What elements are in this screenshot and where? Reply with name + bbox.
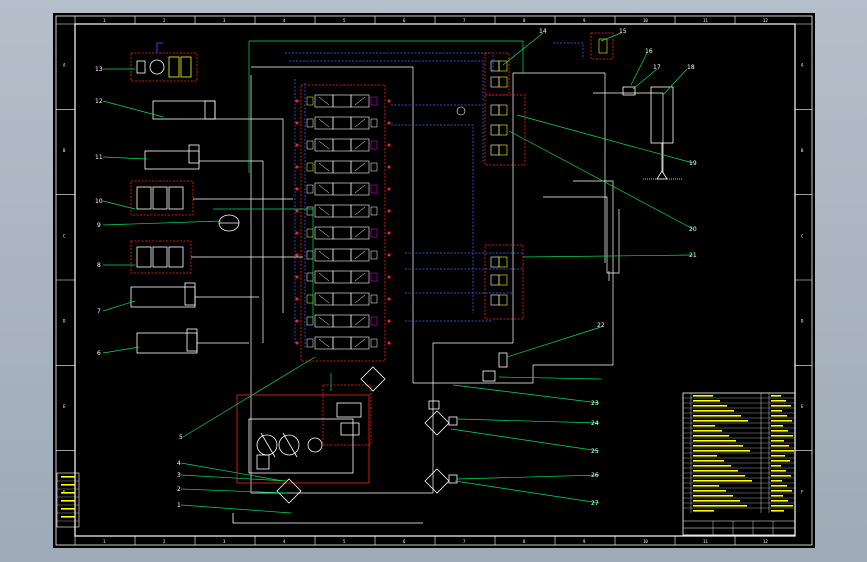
callout-8: 8 xyxy=(97,262,101,269)
zone-row-left: E xyxy=(63,404,66,409)
zone-col-bottom: 6 xyxy=(403,539,406,544)
outer-border xyxy=(55,15,813,546)
zone-col-top: 5 xyxy=(343,18,346,23)
zone-col-top: 12 xyxy=(763,18,768,23)
callout-numbers: 13 12 11 10 9 8 7 6 5 4 3 2 1 14 15 16 1… xyxy=(95,28,697,509)
zone-col-bottom: 5 xyxy=(343,539,346,544)
callout-22: 22 xyxy=(597,322,605,329)
zone-col-top: 4 xyxy=(283,18,286,23)
zone-col-top: 3 xyxy=(223,18,226,23)
zone-col-bottom: 2 xyxy=(163,539,166,544)
zone-row-right: F xyxy=(801,489,804,494)
zone-row-right: A xyxy=(801,63,804,68)
callout-10: 10 xyxy=(95,198,103,205)
callout-19: 19 xyxy=(689,160,697,167)
zone-col-bottom: 7 xyxy=(463,539,466,544)
zone-col-top: 7 xyxy=(463,18,466,23)
zone-col-bottom: 12 xyxy=(763,539,768,544)
callout-21: 21 xyxy=(689,252,697,259)
zone-row-left: D xyxy=(63,319,66,324)
zone-col-top: 6 xyxy=(403,18,406,23)
right-valve-groups xyxy=(484,32,683,320)
zone-row-left: F xyxy=(63,489,66,494)
zone-col-top: 2 xyxy=(163,18,166,23)
callout-4: 4 xyxy=(177,460,181,467)
callout-2: 2 xyxy=(177,486,181,493)
zone-row-left: A xyxy=(63,63,66,68)
callout-13: 13 xyxy=(95,66,103,73)
callout-20: 20 xyxy=(689,226,697,233)
callout-14: 14 xyxy=(539,28,547,35)
callout-26: 26 xyxy=(591,472,599,479)
callout-6: 6 xyxy=(97,350,101,357)
zone-col-bottom: 11 xyxy=(703,539,708,544)
callout-7: 7 xyxy=(97,308,101,315)
zone-col-bottom: 4 xyxy=(283,539,286,544)
zone-row-left: B xyxy=(63,148,66,153)
zone-col-top: 10 xyxy=(643,18,648,23)
callout-5: 5 xyxy=(179,434,183,441)
hydraulic-schematic: 13 12 11 10 9 8 7 6 5 4 3 2 1 14 15 16 1… xyxy=(55,15,813,546)
zone-col-bottom: 3 xyxy=(223,539,226,544)
left-actuators xyxy=(130,42,240,354)
callout-24: 24 xyxy=(591,420,599,427)
zone-col-top: 9 xyxy=(583,18,586,23)
zone-row-right: E xyxy=(801,404,804,409)
callout-17: 17 xyxy=(653,64,661,71)
callout-12: 12 xyxy=(95,98,103,105)
drawing-sheet: 13 12 11 10 9 8 7 6 5 4 3 2 1 14 15 16 1… xyxy=(53,13,815,548)
zone-col-top: 11 xyxy=(703,18,708,23)
callout-16: 16 xyxy=(645,48,653,55)
parts-list-table xyxy=(682,392,796,536)
right-valve-spools xyxy=(456,38,608,306)
callout-27: 27 xyxy=(591,500,599,507)
callout-11: 11 xyxy=(95,154,103,161)
pipework xyxy=(191,40,664,494)
zone-col-bottom: 8 xyxy=(523,539,526,544)
callout-3: 3 xyxy=(177,472,181,479)
callout-leaders xyxy=(102,32,694,514)
callout-18: 18 xyxy=(687,64,695,71)
zone-col-top: 8 xyxy=(523,18,526,23)
directional-valve-stack xyxy=(295,84,391,362)
callout-25: 25 xyxy=(591,448,599,455)
zone-row-right: D xyxy=(801,319,804,324)
callout-15: 15 xyxy=(619,28,627,35)
zone-row-right: C xyxy=(801,233,804,238)
zone-col-top: 1 xyxy=(103,18,106,23)
zone-col-bottom: 9 xyxy=(583,539,586,544)
callout-9: 9 xyxy=(97,222,101,229)
zone-row-left: C xyxy=(63,233,66,238)
revision-table xyxy=(56,472,80,528)
callout-23: 23 xyxy=(591,400,599,407)
zone-row-right: B xyxy=(801,148,804,153)
zone-col-bottom: 1 xyxy=(103,539,106,544)
callout-1: 1 xyxy=(177,502,181,509)
zone-col-bottom: 10 xyxy=(643,539,648,544)
border-grid-ticks xyxy=(56,16,812,545)
pump-station xyxy=(232,352,508,524)
